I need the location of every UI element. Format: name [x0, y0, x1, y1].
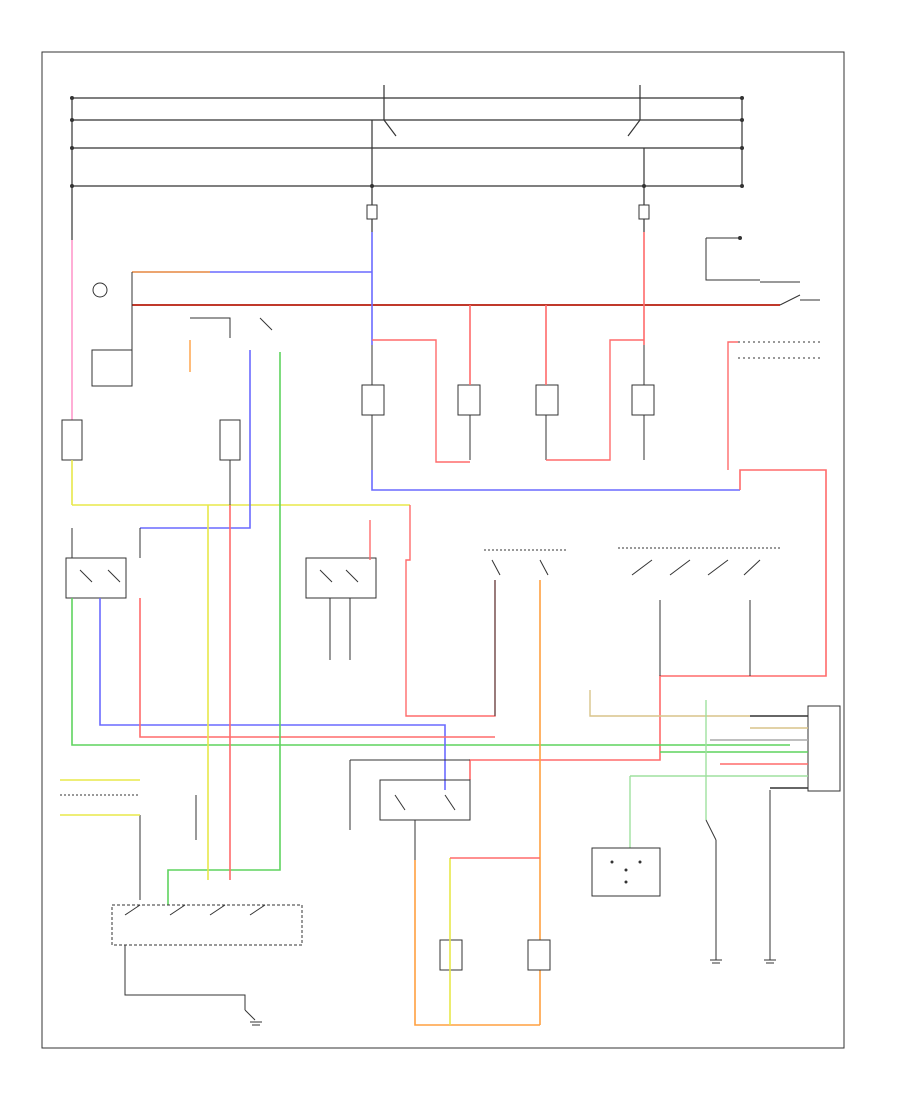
transmission-module: [591, 847, 661, 897]
wire-red-right: [469, 469, 827, 780]
switch-2: [219, 419, 241, 461]
center-relays: [484, 549, 566, 716]
switch-1: [61, 419, 83, 461]
right-switch: [779, 294, 801, 306]
lower-center-relay: [349, 759, 471, 860]
lower-lamps: [414, 857, 551, 1026]
mid-left-switches: [65, 528, 377, 660]
wire-blue-mid: [371, 470, 740, 491]
lamp-group: [361, 305, 655, 470]
lamp-2: [457, 384, 481, 416]
wire-green-vertical: [167, 352, 281, 905]
gauge-icon: [92, 282, 108, 298]
diagram-frame: [41, 51, 845, 1049]
wire-red-long: [139, 598, 495, 738]
lamp-3: [535, 384, 559, 416]
lamp-1: [361, 384, 385, 416]
ground-symbols: [250, 959, 776, 1026]
right-connector: [630, 705, 841, 792]
lower-left-cluster: [60, 779, 303, 1021]
top-bus-nodes: [70, 96, 744, 188]
top-bus-bars: [71, 85, 743, 240]
module-top-right: [705, 238, 760, 281]
ignition-switch: [618, 547, 780, 676]
wire-green-long: [71, 598, 790, 746]
wire-blue-long: [99, 598, 446, 790]
fuse-block: [366, 204, 650, 220]
left-upper-section: [61, 272, 273, 461]
lamp-4: [631, 384, 655, 416]
right-lower-switches: [705, 790, 771, 960]
